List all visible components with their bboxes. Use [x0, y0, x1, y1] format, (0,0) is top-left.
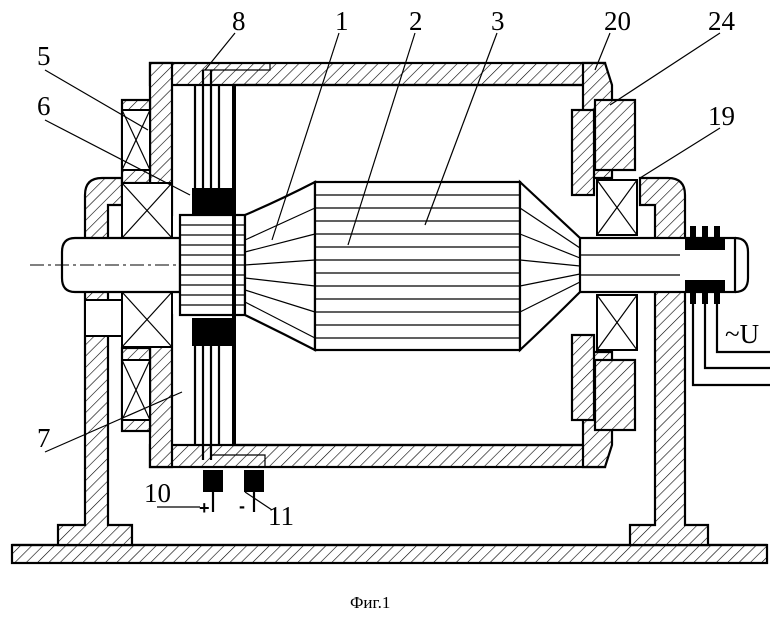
- label-24: 24: [708, 6, 736, 36]
- figure-caption: Фиг.1: [350, 593, 390, 612]
- right-stand: [630, 178, 708, 545]
- label-6: 6: [37, 91, 51, 121]
- voltage-label: ~U: [725, 319, 759, 349]
- dc-terminals: [203, 470, 264, 512]
- label-2: 2: [409, 6, 423, 36]
- label-19: 19: [708, 101, 735, 131]
- label-7: 7: [37, 423, 51, 453]
- label-11: 11: [268, 501, 294, 531]
- label-10: 10: [144, 478, 171, 508]
- label-20: 20: [604, 6, 631, 36]
- rotor: [245, 182, 580, 350]
- label-3: 3: [491, 6, 505, 36]
- plus-sign: +: [199, 498, 210, 518]
- minus-sign: -: [239, 496, 245, 516]
- label-5: 5: [37, 41, 51, 71]
- ground-base: [12, 545, 767, 563]
- label-8: 8: [232, 6, 246, 36]
- label-1: 1: [335, 6, 349, 36]
